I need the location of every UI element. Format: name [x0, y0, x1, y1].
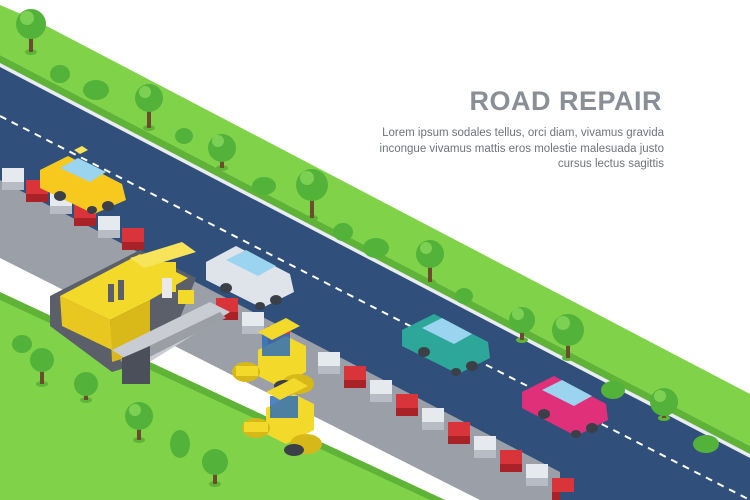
road-roller-back — [242, 378, 322, 456]
lane-dashes — [0, 115, 750, 500]
yellow-taxi — [40, 146, 126, 214]
body-line: incongue vivamus mattis eros molestie ma… — [379, 142, 664, 155]
road-curb-top — [0, 63, 750, 458]
pink-car — [522, 376, 608, 438]
upper-trees — [16, 9, 719, 453]
lower-trees — [12, 335, 228, 487]
headline: ROAD REPAIR — [469, 86, 662, 116]
silver-car — [206, 246, 294, 310]
asphalt-paver — [50, 242, 230, 384]
body-text: Lorem ipsum sodales tellus, orci diam, v… — [372, 126, 664, 173]
teal-car — [402, 314, 490, 376]
body-line: cursus lectus sagittis — [557, 158, 664, 170]
body-line: Lorem ipsum sodales tellus, orci diam, v… — [382, 127, 664, 139]
